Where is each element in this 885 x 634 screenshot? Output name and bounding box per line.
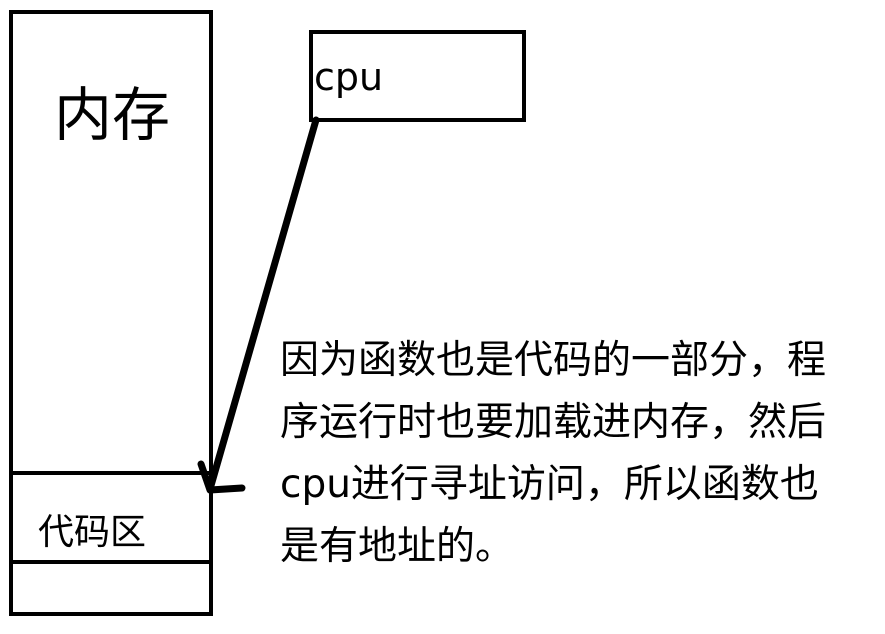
code-region-box: [9, 471, 213, 564]
explanation-line: 序运行时也要加载进内存，然后: [280, 400, 827, 445]
explanation-line: 是有地址的。: [280, 524, 515, 569]
cpu-label: cpu: [314, 55, 384, 99]
explanation-line: 因为函数也是代码的一部分，程: [280, 338, 827, 383]
explanation-text: 因为函数也是代码的一部分，程 序运行时也要加载进内存，然后 cpu进行寻址访问，…: [280, 330, 865, 578]
explanation-line: cpu进行寻址访问，所以函数也: [280, 462, 819, 507]
code-region-label: 代码区: [38, 512, 147, 553]
cpu-box: [309, 30, 526, 122]
memory-label: 内存: [54, 81, 171, 149]
